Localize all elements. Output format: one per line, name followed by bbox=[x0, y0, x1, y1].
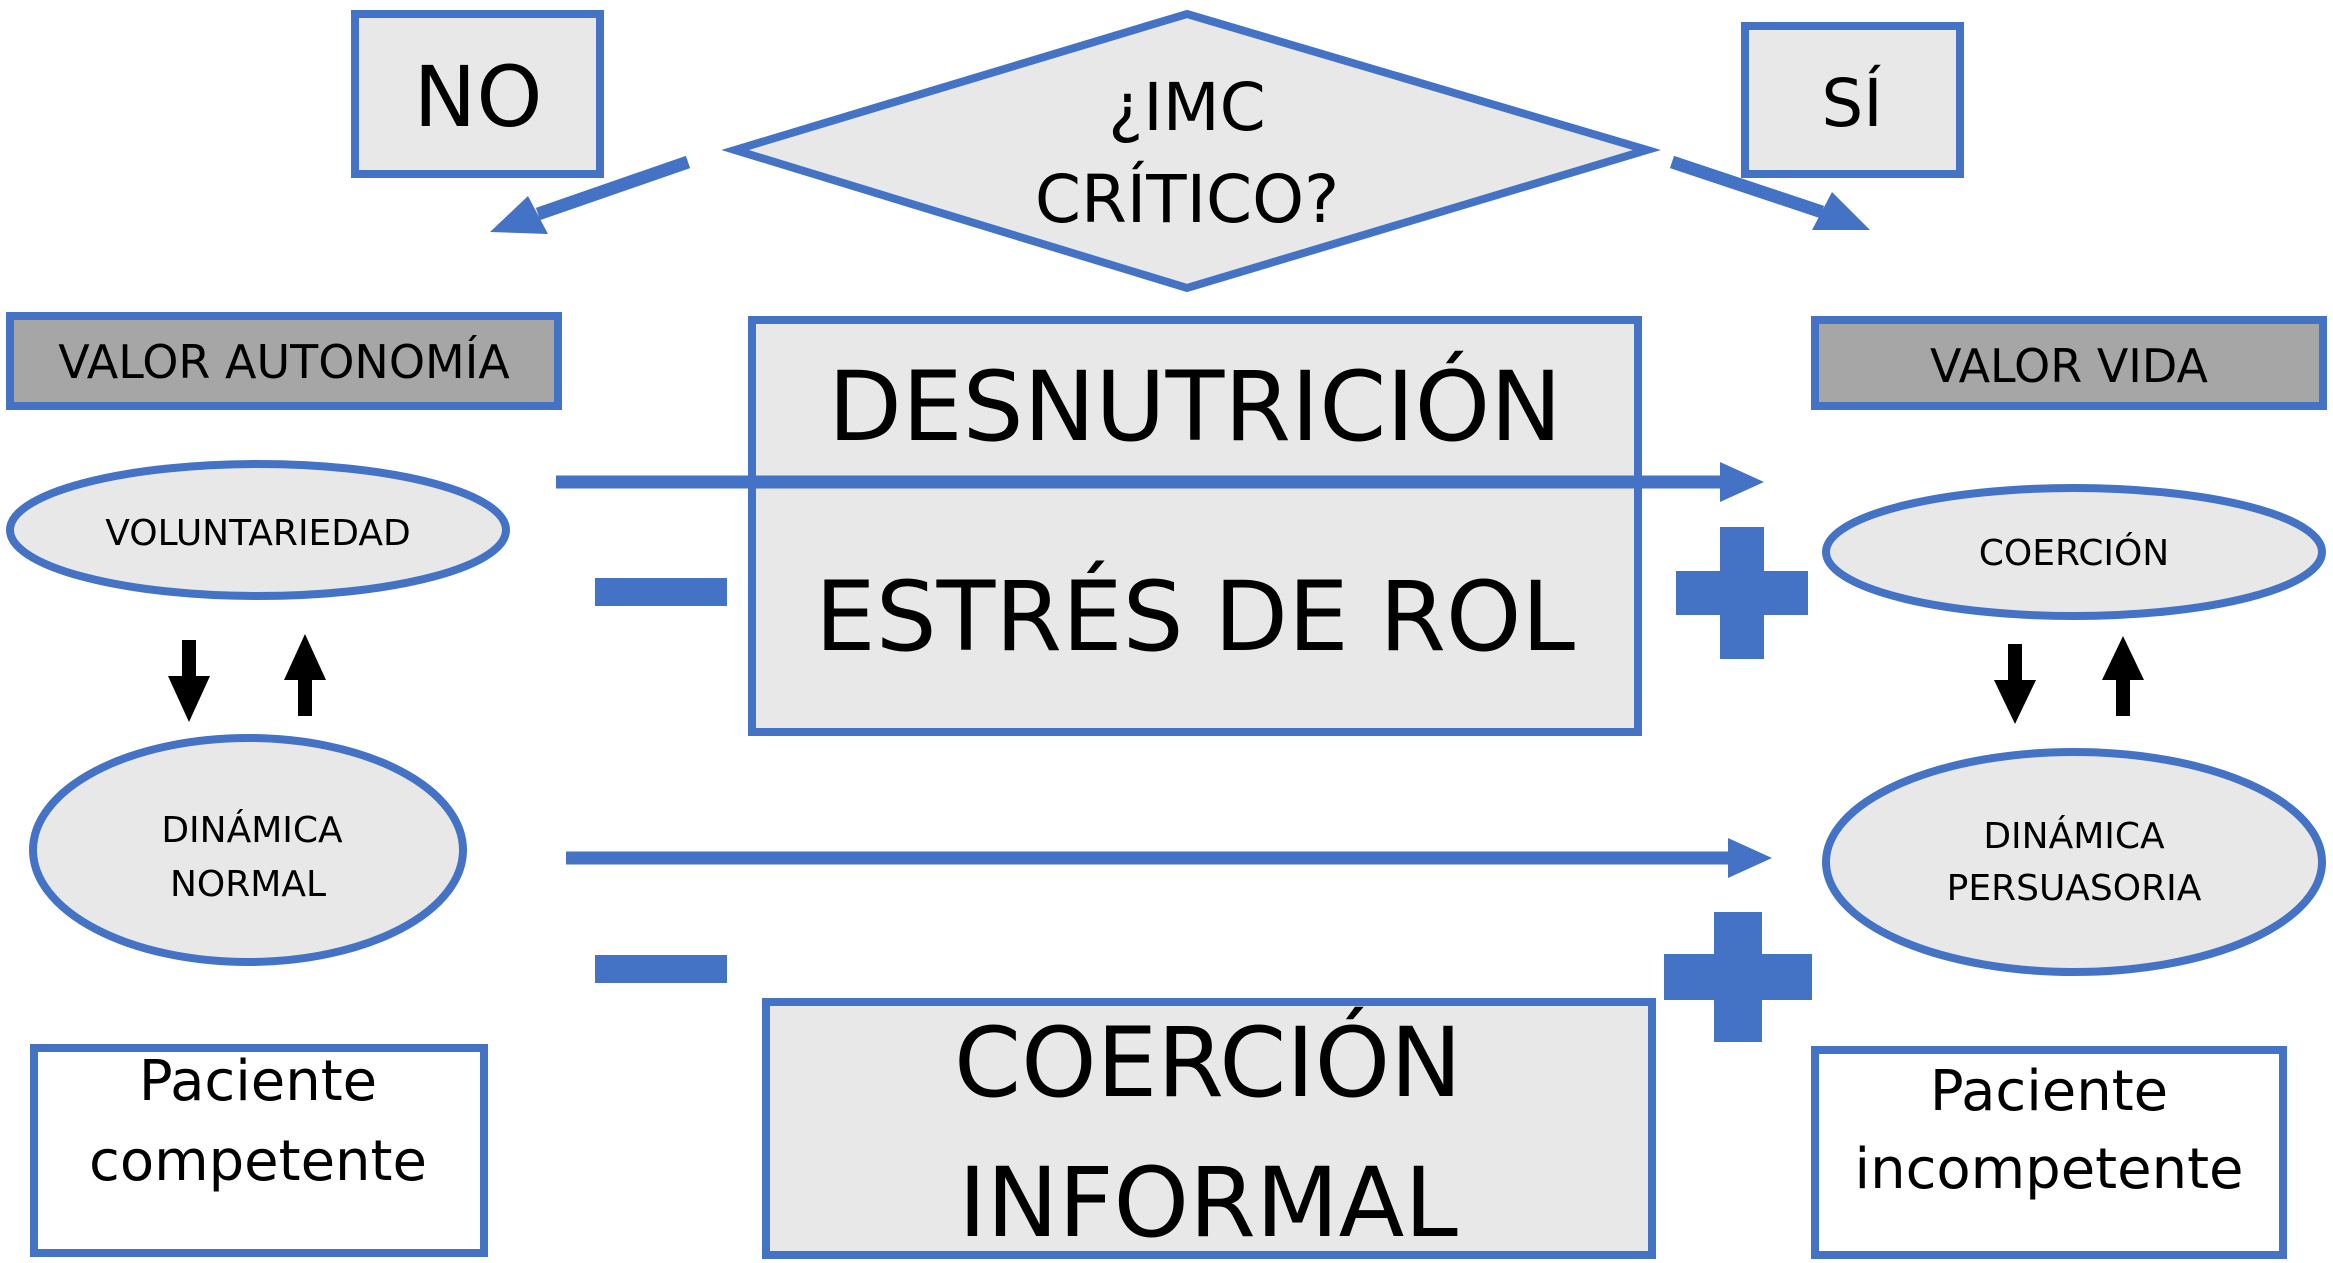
competent-patient-line1: Paciente bbox=[139, 1049, 377, 1114]
informal-coercion-line1: COERCIÓN bbox=[954, 1006, 1462, 1119]
competent-patient-line2: competente bbox=[89, 1129, 427, 1194]
no-label-text: NO bbox=[414, 48, 543, 146]
center-block: DESNUTRICIÓN ESTRÉS DE ROL bbox=[748, 316, 1642, 736]
persuasive-dynamics-line1: DINÁMICA bbox=[1983, 815, 2165, 857]
no-label-box bbox=[351, 10, 604, 178]
decision-question-line1: ¿IMC bbox=[1108, 69, 1266, 146]
upper-horizontal-arrowhead bbox=[1720, 462, 1764, 502]
persuasive-dynamics-line2: PERSUASORIA bbox=[1947, 868, 2202, 909]
voluntariness-node: VOLUNTARIEDAD bbox=[6, 460, 510, 600]
right-down-arrowhead bbox=[1994, 680, 2036, 724]
incompetent-patient-box bbox=[1811, 1046, 2287, 1259]
incompetent-patient-node: Paciente incompetente bbox=[1811, 1046, 2287, 1259]
right-down-arrow-shaft bbox=[2008, 644, 2022, 684]
informal-coercion-box bbox=[762, 998, 1656, 1259]
upper-plus-sign bbox=[1676, 527, 1808, 659]
normal-dynamics-ellipse bbox=[29, 734, 467, 966]
decision-diamond bbox=[721, 9, 1662, 293]
right-feedback-arrows bbox=[1994, 636, 2144, 724]
informal-coercion-line2: INFORMAL bbox=[958, 1147, 1458, 1259]
left-up-arrowhead bbox=[284, 634, 326, 680]
center-upper-box bbox=[748, 316, 1642, 736]
value-life-box bbox=[1811, 316, 2327, 410]
yes-branch-arrowhead bbox=[1812, 192, 1870, 230]
right-up-arrowhead bbox=[2102, 636, 2144, 680]
left-down-arrowhead bbox=[168, 676, 210, 722]
normal-dynamics-line2: NORMAL bbox=[170, 864, 326, 905]
lower-minus-sign bbox=[595, 955, 727, 983]
value-life-node: VALOR VIDA bbox=[1811, 316, 2327, 410]
competent-patient-box bbox=[30, 1044, 488, 1257]
malnutrition-text: DESNUTRICIÓN bbox=[828, 350, 1562, 463]
persuasive-dynamics-ellipse bbox=[1822, 748, 2326, 976]
informal-coercion-node: COERCIÓN INFORMAL bbox=[762, 998, 1656, 1259]
incompetent-patient-line1: Paciente bbox=[1930, 1059, 2168, 1124]
voluntariness-text: VOLUNTARIEDAD bbox=[105, 513, 411, 554]
voluntariness-ellipse bbox=[6, 460, 510, 600]
lower-horizontal-arrowhead bbox=[1728, 838, 1772, 878]
persuasive-dynamics-node: DINÁMICA PERSUASORIA bbox=[1822, 748, 2326, 976]
upper-minus-sign bbox=[595, 578, 727, 606]
yes-branch-label: SÍ bbox=[1741, 22, 1964, 178]
lower-plus-sign bbox=[1664, 912, 1812, 1042]
competent-patient-node: Paciente competente bbox=[30, 1044, 488, 1257]
yes-branch-arrow bbox=[1669, 155, 1870, 230]
coercion-text: COERCIÓN bbox=[1979, 532, 2169, 574]
no-branch-label: NO bbox=[351, 10, 604, 178]
value-autonomy-node: VALOR AUTONOMÍA bbox=[6, 312, 562, 410]
yes-label-text: SÍ bbox=[1821, 64, 1882, 142]
value-autonomy-box bbox=[6, 312, 562, 410]
left-up-arrow-shaft bbox=[298, 676, 312, 716]
value-life-text: VALOR VIDA bbox=[1930, 339, 2208, 393]
normal-dynamics-node: DINÁMICA NORMAL bbox=[29, 734, 467, 966]
coercion-node: COERCIÓN bbox=[1822, 484, 2326, 620]
left-feedback-arrows bbox=[168, 634, 326, 722]
value-autonomy-text: VALOR AUTONOMÍA bbox=[58, 335, 510, 389]
left-down-arrow-shaft bbox=[182, 640, 196, 680]
coercion-ellipse bbox=[1822, 484, 2326, 620]
lower-horizontal-arrow bbox=[566, 838, 1772, 878]
upper-horizontal-arrow bbox=[556, 462, 1764, 502]
no-branch-arrow bbox=[490, 155, 691, 234]
no-branch-arrowhead bbox=[490, 196, 548, 234]
yes-label-box bbox=[1741, 22, 1964, 178]
incompetent-patient-line2: incompetente bbox=[1855, 1137, 2244, 1202]
right-up-arrow-shaft bbox=[2116, 676, 2130, 716]
decision-question-line2: CRÍTICO? bbox=[1035, 160, 1339, 238]
decision-node: ¿IMC CRÍTICO? bbox=[721, 9, 1662, 293]
role-stress-text: ESTRÉS DE ROL bbox=[815, 560, 1575, 673]
normal-dynamics-line1: DINÁMICA bbox=[161, 809, 343, 851]
